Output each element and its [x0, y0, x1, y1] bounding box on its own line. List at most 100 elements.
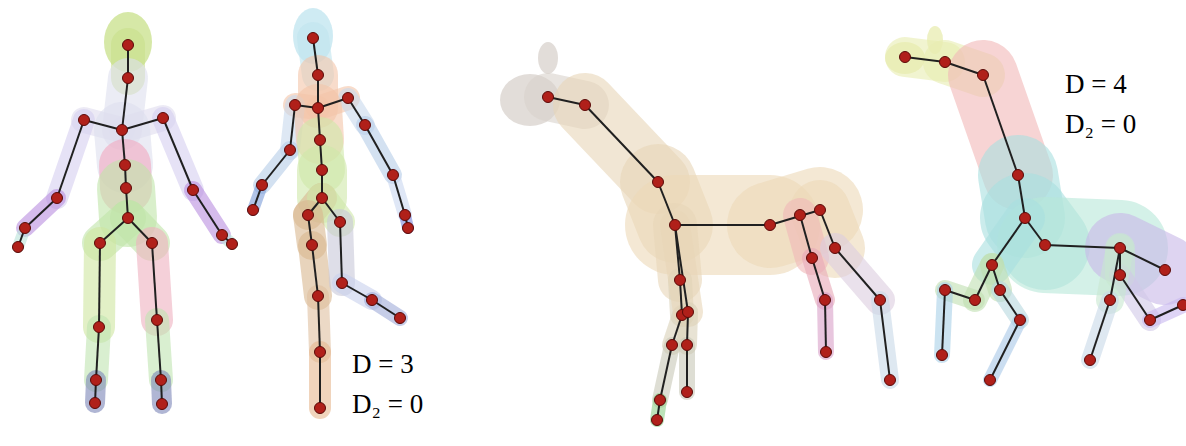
bone: [675, 224, 770, 226]
parameter-label: D = 3: [352, 350, 414, 380]
joint: [815, 205, 826, 216]
joint: [20, 223, 31, 234]
joint: [653, 177, 664, 188]
mesh-part: [262, 150, 290, 185]
bone: [25, 198, 57, 228]
joint: [152, 315, 163, 326]
bone: [393, 175, 405, 215]
joint: [765, 220, 776, 231]
mesh-part: [585, 105, 658, 182]
joint: [1145, 315, 1156, 326]
bone: [319, 352, 321, 408]
joint: [158, 113, 169, 124]
bone: [660, 345, 672, 400]
joint: [313, 103, 324, 114]
joint: [670, 220, 681, 231]
bone: [585, 105, 658, 182]
bone: [152, 243, 157, 320]
joint: [157, 399, 168, 410]
joint: [1040, 240, 1051, 251]
parameter-label: D₂ = 0: [352, 390, 423, 420]
bone: [318, 296, 320, 352]
joint: [820, 295, 831, 306]
mesh-part: [309, 352, 331, 408]
joint: [367, 295, 378, 306]
joint: [940, 57, 951, 68]
joint: [543, 92, 554, 103]
joint: [303, 210, 314, 221]
bone: [122, 118, 163, 130]
bone: [1120, 248, 1165, 270]
joint: [1105, 295, 1116, 306]
bone: [365, 125, 393, 175]
joint: [313, 70, 324, 81]
joint: [307, 240, 318, 251]
bone: [340, 222, 342, 283]
bone: [1018, 175, 1025, 218]
joint: [987, 260, 998, 271]
joint: [123, 40, 134, 51]
bone: [193, 190, 222, 235]
bone: [905, 57, 945, 62]
joint: [217, 230, 228, 241]
joint: [652, 415, 663, 426]
joint: [821, 347, 832, 358]
bone: [157, 320, 161, 380]
joint: [315, 403, 326, 414]
joint: [667, 340, 678, 351]
bone: [983, 75, 1018, 175]
joint: [123, 73, 134, 84]
joint: [315, 135, 326, 146]
joint: [52, 193, 63, 204]
bone: [1090, 300, 1110, 360]
joint: [123, 213, 134, 224]
joint: [227, 239, 238, 250]
mesh: [18, 8, 1183, 420]
bone: [163, 118, 193, 190]
joint: [1160, 265, 1171, 276]
bone: [99, 243, 100, 327]
joint: [395, 313, 406, 324]
mesh-part: [990, 320, 1020, 380]
mesh-part: [393, 175, 405, 215]
joint: [795, 210, 806, 221]
joint: [120, 160, 131, 171]
bone: [658, 182, 675, 225]
bone: [990, 320, 1020, 380]
joint: [985, 375, 996, 386]
joint: [90, 398, 101, 409]
joint: [978, 70, 989, 81]
mesh-part: [365, 125, 393, 175]
joint: [1178, 300, 1186, 311]
bone: [835, 248, 880, 300]
joint: [388, 170, 399, 181]
mesh-part: [812, 258, 825, 300]
joint: [655, 395, 666, 406]
joint: [13, 242, 24, 253]
bone: [770, 210, 820, 225]
joint: [1115, 243, 1126, 254]
joint: [1020, 213, 1031, 224]
mesh-part: [25, 198, 57, 228]
joint: [875, 295, 886, 306]
mesh-part: [99, 243, 100, 327]
mesh-part: [57, 120, 84, 198]
joint: [147, 238, 158, 249]
mesh-part: [1090, 300, 1110, 360]
bone: [290, 105, 295, 150]
bone: [945, 62, 983, 75]
joint: [317, 165, 328, 176]
joint: [940, 285, 951, 296]
bone: [57, 120, 84, 198]
mesh-part: [660, 345, 672, 400]
parameter-label: D = 4: [1065, 70, 1127, 100]
bone: [1045, 245, 1120, 248]
joint: [94, 322, 105, 333]
joint: [188, 185, 199, 196]
bone: [820, 210, 835, 248]
bone: [675, 225, 688, 312]
joint: [317, 193, 328, 204]
mesh-part: [163, 118, 193, 190]
